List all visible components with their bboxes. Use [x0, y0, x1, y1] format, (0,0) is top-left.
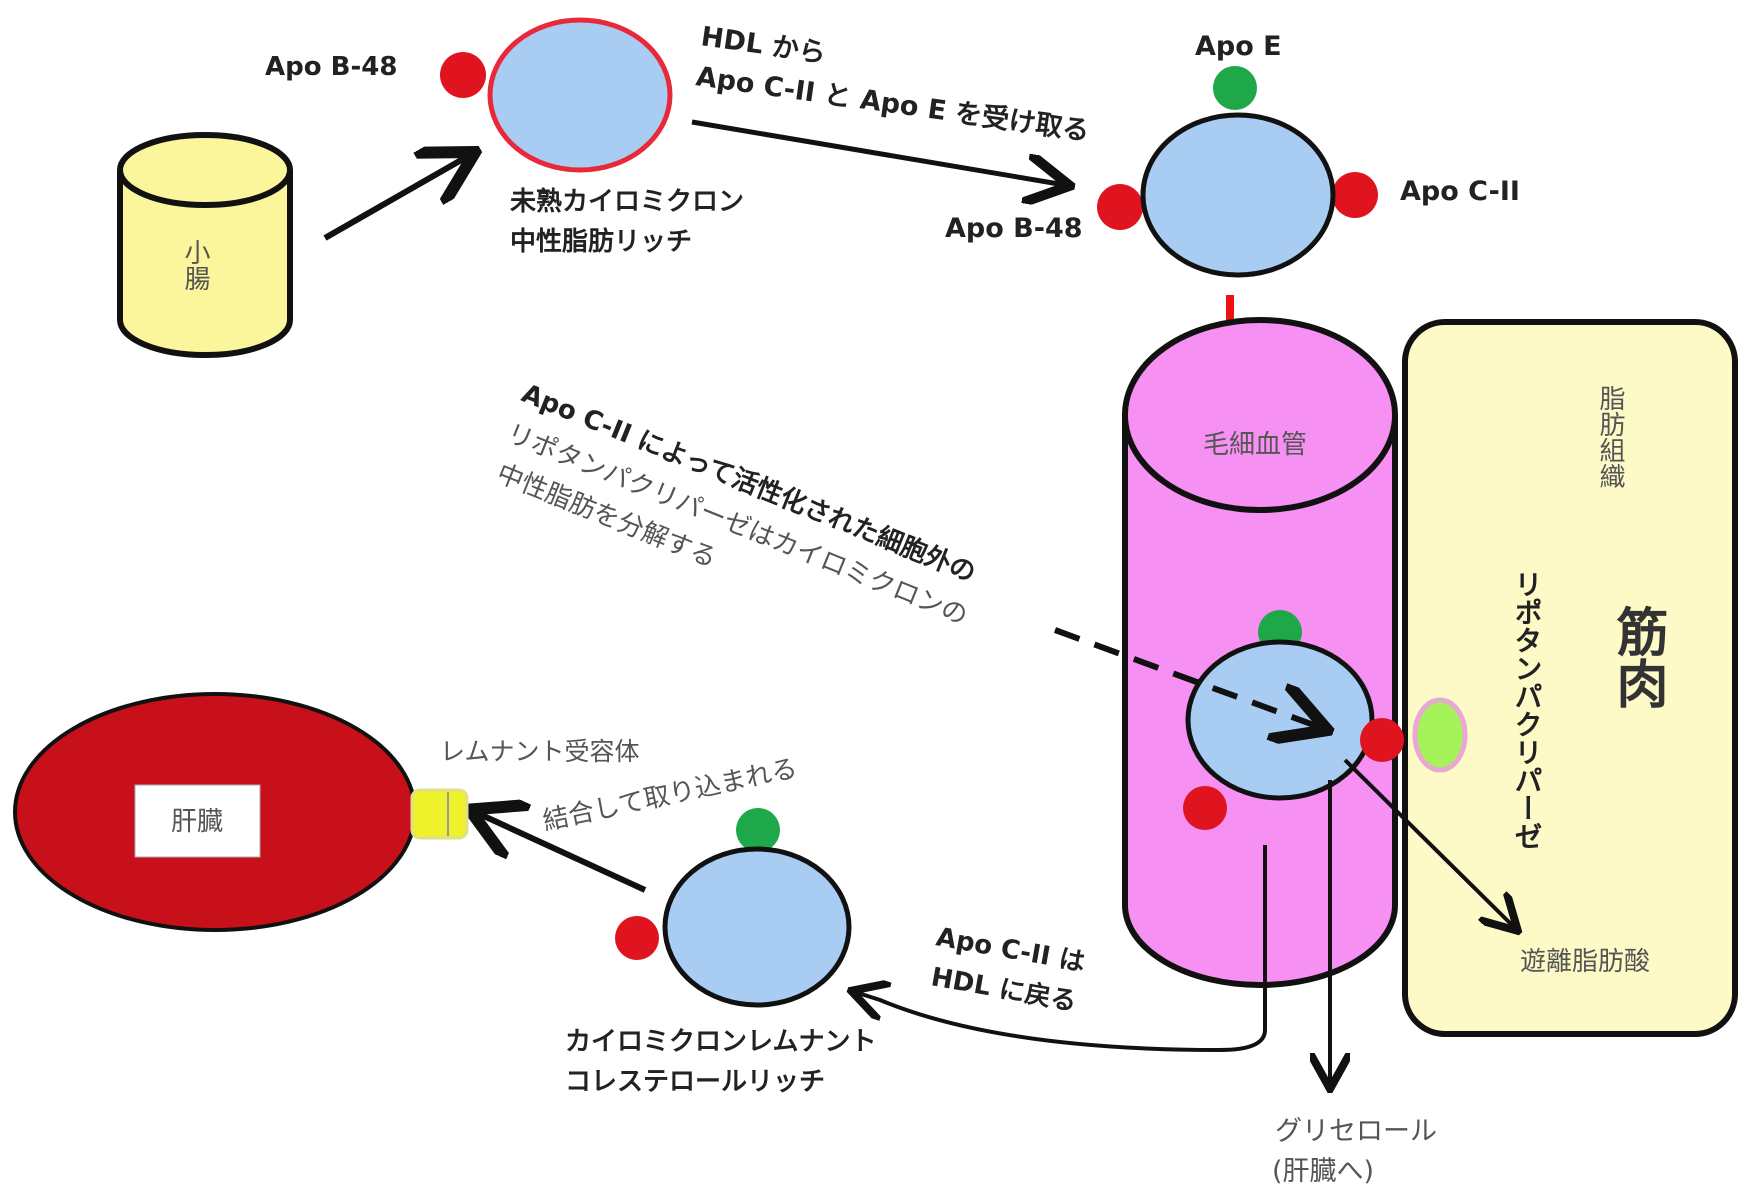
immature-cm-label-2: 中性脂肪リッチ — [510, 227, 692, 257]
immature-cm-label-1: 未熟カイロミクロン — [510, 186, 744, 217]
remnant-label-1: カイロミクロンレムナント — [565, 1027, 876, 1057]
apo-b48-protein — [1183, 786, 1227, 830]
lpl-vertical-label: リポタンパクリパーゼ — [1511, 570, 1544, 850]
particle-body — [1185, 639, 1375, 801]
remnant-receptor — [410, 788, 469, 840]
small-intestine-label: 小腸 — [180, 239, 210, 291]
lpl-text-1: Apo C-II によって活性化された細胞外の — [517, 378, 980, 589]
apo-b48-protein — [440, 52, 486, 98]
arrow-free-fatty-acid — [1343, 758, 1515, 928]
arrow-remnant-return — [855, 845, 1267, 1053]
apo-e-protein — [736, 808, 780, 852]
apo-b48-top-label: Apo B-48 — [265, 52, 397, 82]
immature-chylomicron — [440, 17, 673, 173]
apo-b48-protein — [1097, 184, 1143, 230]
liver-label: 肝臓 — [171, 807, 223, 837]
lpl-text-2: リポタンパクリパーゼはカイロミクロンの — [502, 419, 971, 632]
muscle-adipose-tissue — [1402, 319, 1738, 1037]
particle-body — [487, 17, 673, 173]
small-intestine-cylinder: 小腸 — [117, 132, 293, 358]
remnant-receptor-label: レムナント受容体 — [440, 737, 640, 766]
arrow-cm-maturation — [691, 119, 1065, 185]
lpl-enzyme — [1412, 697, 1468, 773]
arrow-lpl-action — [1053, 627, 1322, 728]
apo-b48-right-label: Apo B-48 — [945, 213, 1083, 244]
apo-c2-protein — [1360, 718, 1404, 762]
free-fatty-acid-label: 遊離脂肪酸 — [1520, 947, 1650, 977]
chylomicron-remnant — [615, 808, 852, 1008]
muscle-label: 筋肉 — [1607, 605, 1668, 709]
glycerol-label-2: (肝臓へ) — [1272, 1156, 1374, 1187]
apo-c2-protein — [1332, 172, 1378, 218]
apo-c2-label: Apo C-II — [1400, 176, 1520, 207]
liver-label-box — [134, 784, 261, 858]
capillary-chylomicron — [1183, 610, 1468, 830]
capillary-label: 毛細血管 — [1203, 430, 1307, 460]
apo-e-protein — [1213, 66, 1257, 110]
mature-chylomicron — [1097, 66, 1378, 278]
remnant-label-2: コレステロールリッチ — [565, 1067, 825, 1097]
apo-b48-protein — [615, 916, 659, 960]
arrow-intestine-to-cm — [323, 155, 470, 241]
particle-body — [1140, 112, 1336, 278]
adipose-label: 脂肪組織 — [1595, 385, 1625, 489]
hdl-label-1: HDL から — [699, 21, 828, 69]
particle-body — [662, 846, 852, 1008]
glycerol-label-1: グリセロール — [1275, 1116, 1437, 1147]
apo-e-label: Apo E — [1195, 31, 1282, 62]
arrow-remnant-to-liver — [475, 812, 647, 893]
